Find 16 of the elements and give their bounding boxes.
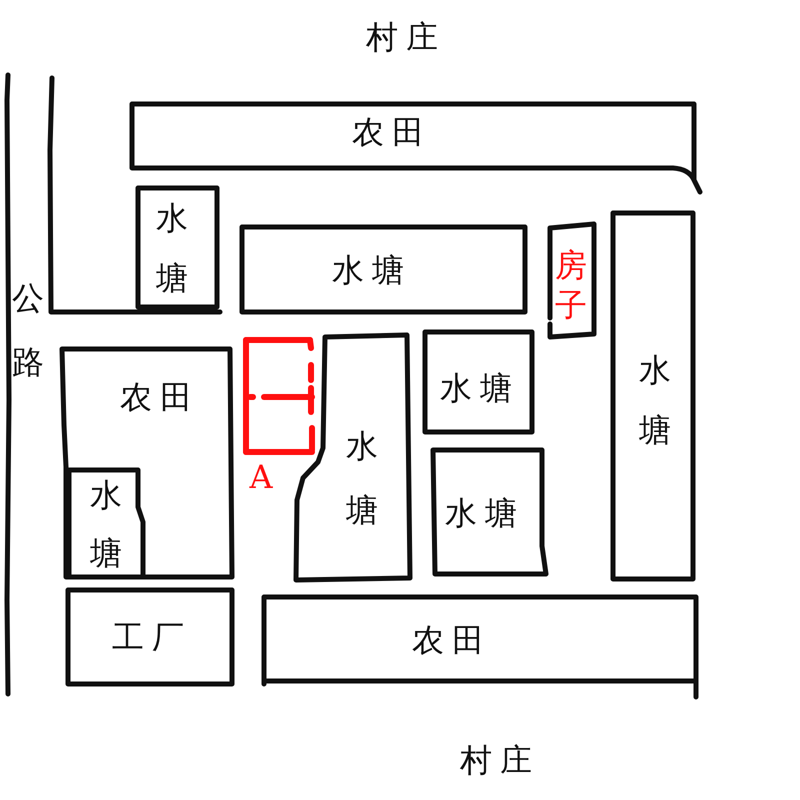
pond-label: 水塘 [156, 198, 188, 299]
pond-label: 水塘 [639, 350, 671, 451]
farmland-label: 农田 [411, 624, 492, 656]
pond-label: 水塘 [444, 497, 525, 529]
pond-label: 水塘 [346, 426, 378, 531]
area-label: A [248, 461, 281, 493]
pond-label: 水塘 [439, 372, 520, 404]
farmland-label: 农田 [119, 381, 200, 413]
pond-label: 水塘 [90, 475, 122, 574]
road-label: 公路 [12, 278, 44, 383]
factory-label: 工厂 [111, 621, 192, 653]
farmland-label: 农田 [351, 116, 432, 148]
pond-label: 水塘 [331, 254, 412, 286]
house-label: 房子 [555, 245, 587, 325]
village-label: 村庄 [365, 21, 446, 53]
village-label: 村庄 [459, 744, 540, 776]
